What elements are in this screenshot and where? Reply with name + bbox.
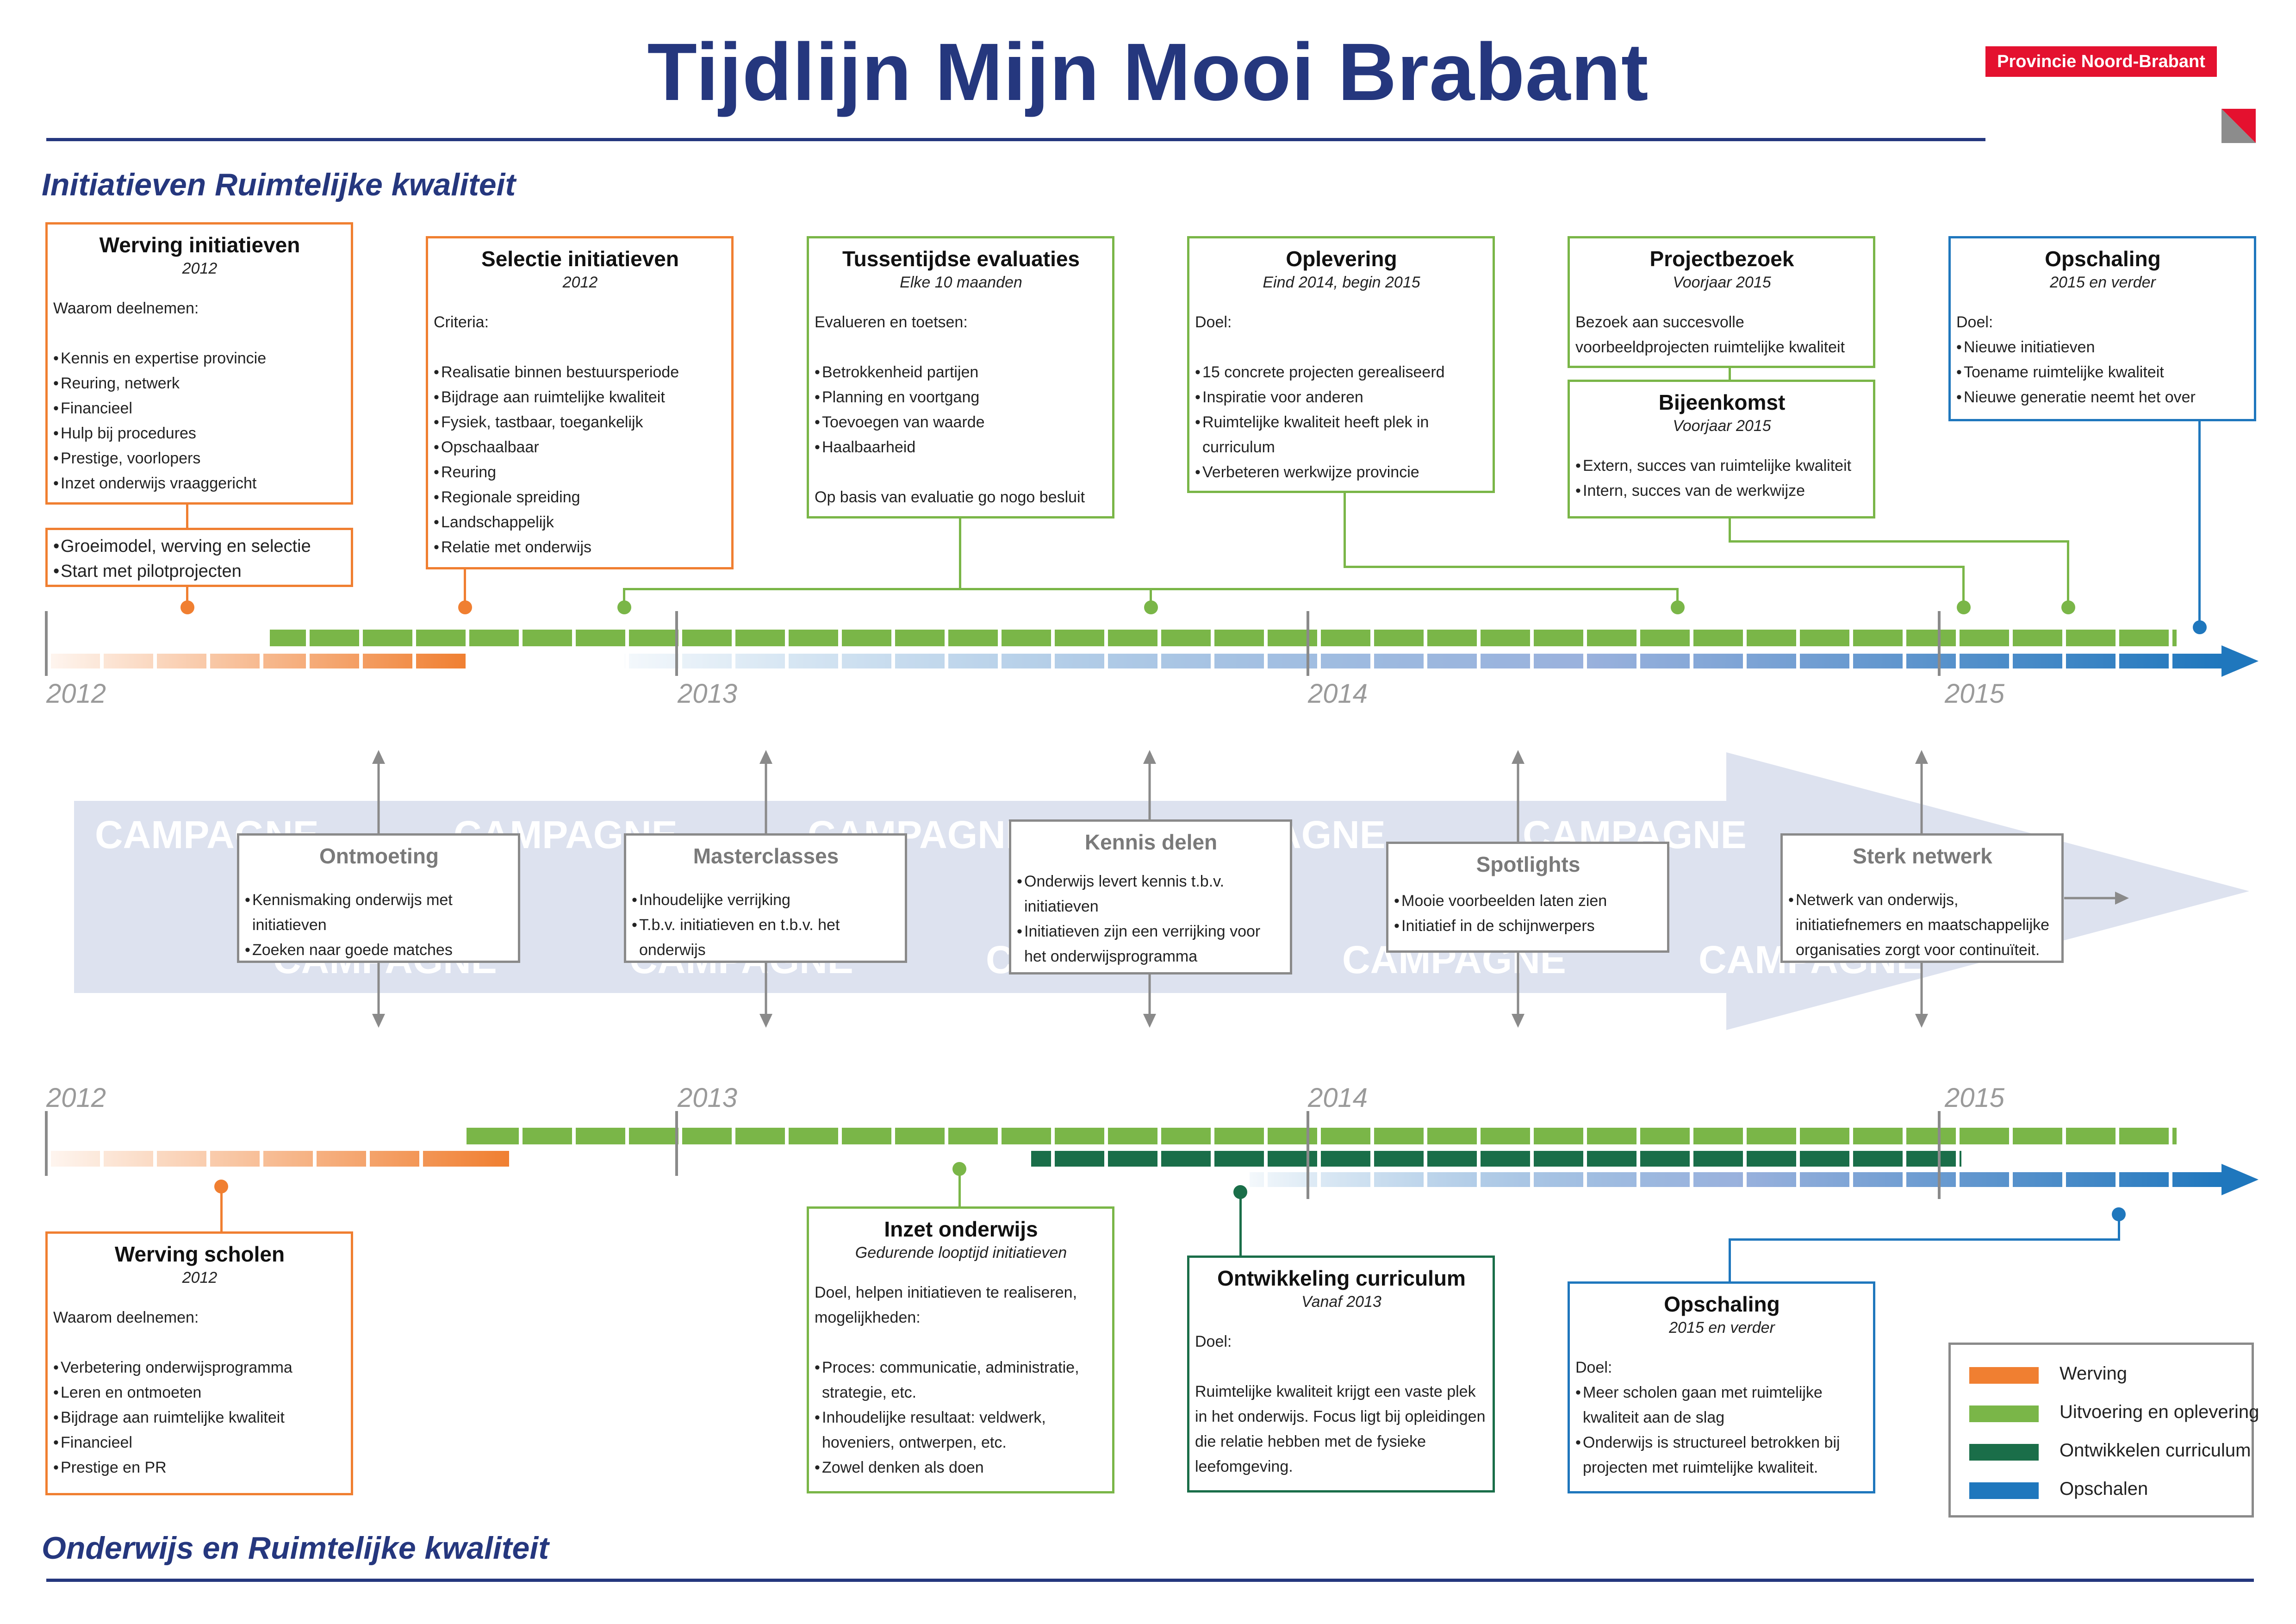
section-title-top: Initiatieven Ruimtelijke kwaliteit — [42, 167, 516, 202]
connector-opschaling-bottom-h — [1729, 1238, 2120, 1241]
connector-oplevering-h — [1344, 566, 1964, 568]
box-bijeenkomst: Bijeenkomst Voorjaar 2015 Extern, succes… — [1568, 380, 1875, 518]
box-opschaling-top: Opschaling 2015 en verder Doel: Nieuwe i… — [1948, 236, 2256, 421]
box-kennis-delen: Kennis delen Onderwijs levert kennis t.b… — [1009, 819, 1292, 974]
box-groeimodel: Groeimodel, werving en selectieStart met… — [45, 528, 353, 587]
footer-rule — [46, 1579, 2254, 1582]
box-inzet-onderwijs: Inzet onderwijs Gedurende looptijd initi… — [807, 1206, 1114, 1493]
legend-label-curriculum: Ontwikkelen curriculum — [2060, 1440, 2251, 1461]
connector-bijeenkomst-end — [2067, 540, 2069, 606]
milestone-evaluatie-3 — [1671, 600, 1685, 614]
legend-swatch-curriculum — [1969, 1444, 2039, 1461]
timeline-top — [45, 611, 2259, 677]
box-werving-initiatieven: Werving initiatieven 2012 Waarom deelnem… — [45, 222, 353, 505]
year-bottom-2014: 2014 — [1308, 1083, 1368, 1113]
connector-selectie — [464, 569, 466, 606]
box-masterclasses: Masterclasses Inhoudelijke verrijkingT.b… — [624, 833, 907, 963]
year-bottom-2015: 2015 — [1945, 1083, 2005, 1113]
box-projectbezoek: Projectbezoek Voorjaar 2015 Bezoek aan s… — [1568, 236, 1875, 368]
connector-bijeenkomst — [1729, 518, 1731, 542]
year-top-2012: 2012 — [46, 679, 106, 709]
box-opschaling-bottom: Opschaling 2015 en verder Doel: Meer sch… — [1568, 1281, 1875, 1493]
milestone-curriculum — [1233, 1185, 1247, 1199]
box-selectie-initiatieven: Selectie initiatieven 2012 Criteria: Rea… — [426, 236, 734, 569]
milestone-bijeenkomst — [2061, 600, 2075, 614]
logo-banner: Provincie Noord-Brabant — [1985, 46, 2217, 77]
legend: Werving Uitvoering en oplevering Ontwikk… — [1948, 1343, 2259, 1518]
legend-swatch-werving — [1969, 1367, 2039, 1384]
legend-swatch-uitvoering — [1969, 1405, 2039, 1422]
connector-bijeenkomst-h — [1729, 540, 2068, 543]
section-title-bottom: Onderwijs en Ruimtelijke kwaliteit — [42, 1530, 549, 1566]
title-rule — [46, 138, 1985, 141]
year-top-2014: 2014 — [1308, 679, 1368, 709]
connector-werving-scholen — [220, 1192, 223, 1234]
connector-projectbezoek — [1729, 368, 1731, 380]
connector-oplevering-end — [1962, 566, 1965, 606]
legend-label-opschalen: Opschalen — [2060, 1479, 2148, 1499]
year-top-2013: 2013 — [678, 679, 738, 709]
connector-eval-3 — [1676, 588, 1679, 606]
connector-groei — [186, 587, 188, 606]
connector-eval-1 — [623, 588, 625, 606]
box-ontwikkeling-curriculum: Ontwikkeling curriculum Vanaf 2013 Doel:… — [1187, 1255, 1495, 1493]
connector-inzet-onderwijs — [958, 1175, 961, 1207]
box-spotlights: Spotlights Mooie voorbeelden laten zienI… — [1386, 842, 1669, 953]
milestone-opschaling-bottom — [2112, 1207, 2126, 1221]
milestone-oplevering — [1957, 600, 1971, 614]
legend-label-werving: Werving — [2060, 1363, 2127, 1384]
legend-label-uitvoering: Uitvoering en oplevering — [2060, 1402, 2259, 1422]
milestone-inzet-onderwijs — [952, 1162, 966, 1176]
connector-oplevering — [1344, 493, 1346, 567]
connector-opschaling-bottom-v — [1729, 1238, 1731, 1282]
connector-evaluaties — [959, 518, 961, 589]
legend-swatch-opschalen — [1969, 1482, 2039, 1499]
box-sterk-netwerk: Sterk netwerk Netwerk van onderwijs, ini… — [1780, 833, 2064, 963]
year-bottom-2013: 2013 — [678, 1083, 738, 1113]
milestone-evaluatie-1 — [617, 600, 631, 614]
box-ontmoeting: Ontmoeting Kennismaking onderwijs met in… — [237, 833, 520, 963]
year-bottom-2012: 2012 — [46, 1083, 106, 1113]
logo-mark-icon — [2221, 109, 2256, 143]
box-tussentijdse-evaluaties: Tussentijdse evaluaties Elke 10 maanden … — [807, 236, 1114, 518]
box-werving-scholen: Werving scholen 2012 Waarom deelnemen: V… — [45, 1231, 353, 1495]
page-title: Tijdlijn Mijn Mooi Brabant — [647, 27, 1649, 118]
milestone-werving-scholen — [214, 1180, 228, 1193]
box-oplevering: Oplevering Eind 2014, begin 2015 Doel: 1… — [1187, 236, 1495, 493]
connector-curriculum — [1239, 1198, 1242, 1257]
milestone-selectie — [458, 600, 472, 614]
connector-opschaling-bottom — [2118, 1220, 2120, 1240]
year-top-2015: 2015 — [1945, 679, 2005, 709]
milestone-werving — [180, 600, 194, 614]
connector-werving — [186, 505, 188, 528]
connector-eval-2 — [1150, 588, 1152, 606]
milestone-opschaling-top — [2193, 620, 2207, 634]
timeline-bottom — [45, 1111, 2259, 1199]
milestone-evaluatie-2 — [1144, 600, 1158, 614]
connector-opschaling-top — [2198, 421, 2201, 632]
